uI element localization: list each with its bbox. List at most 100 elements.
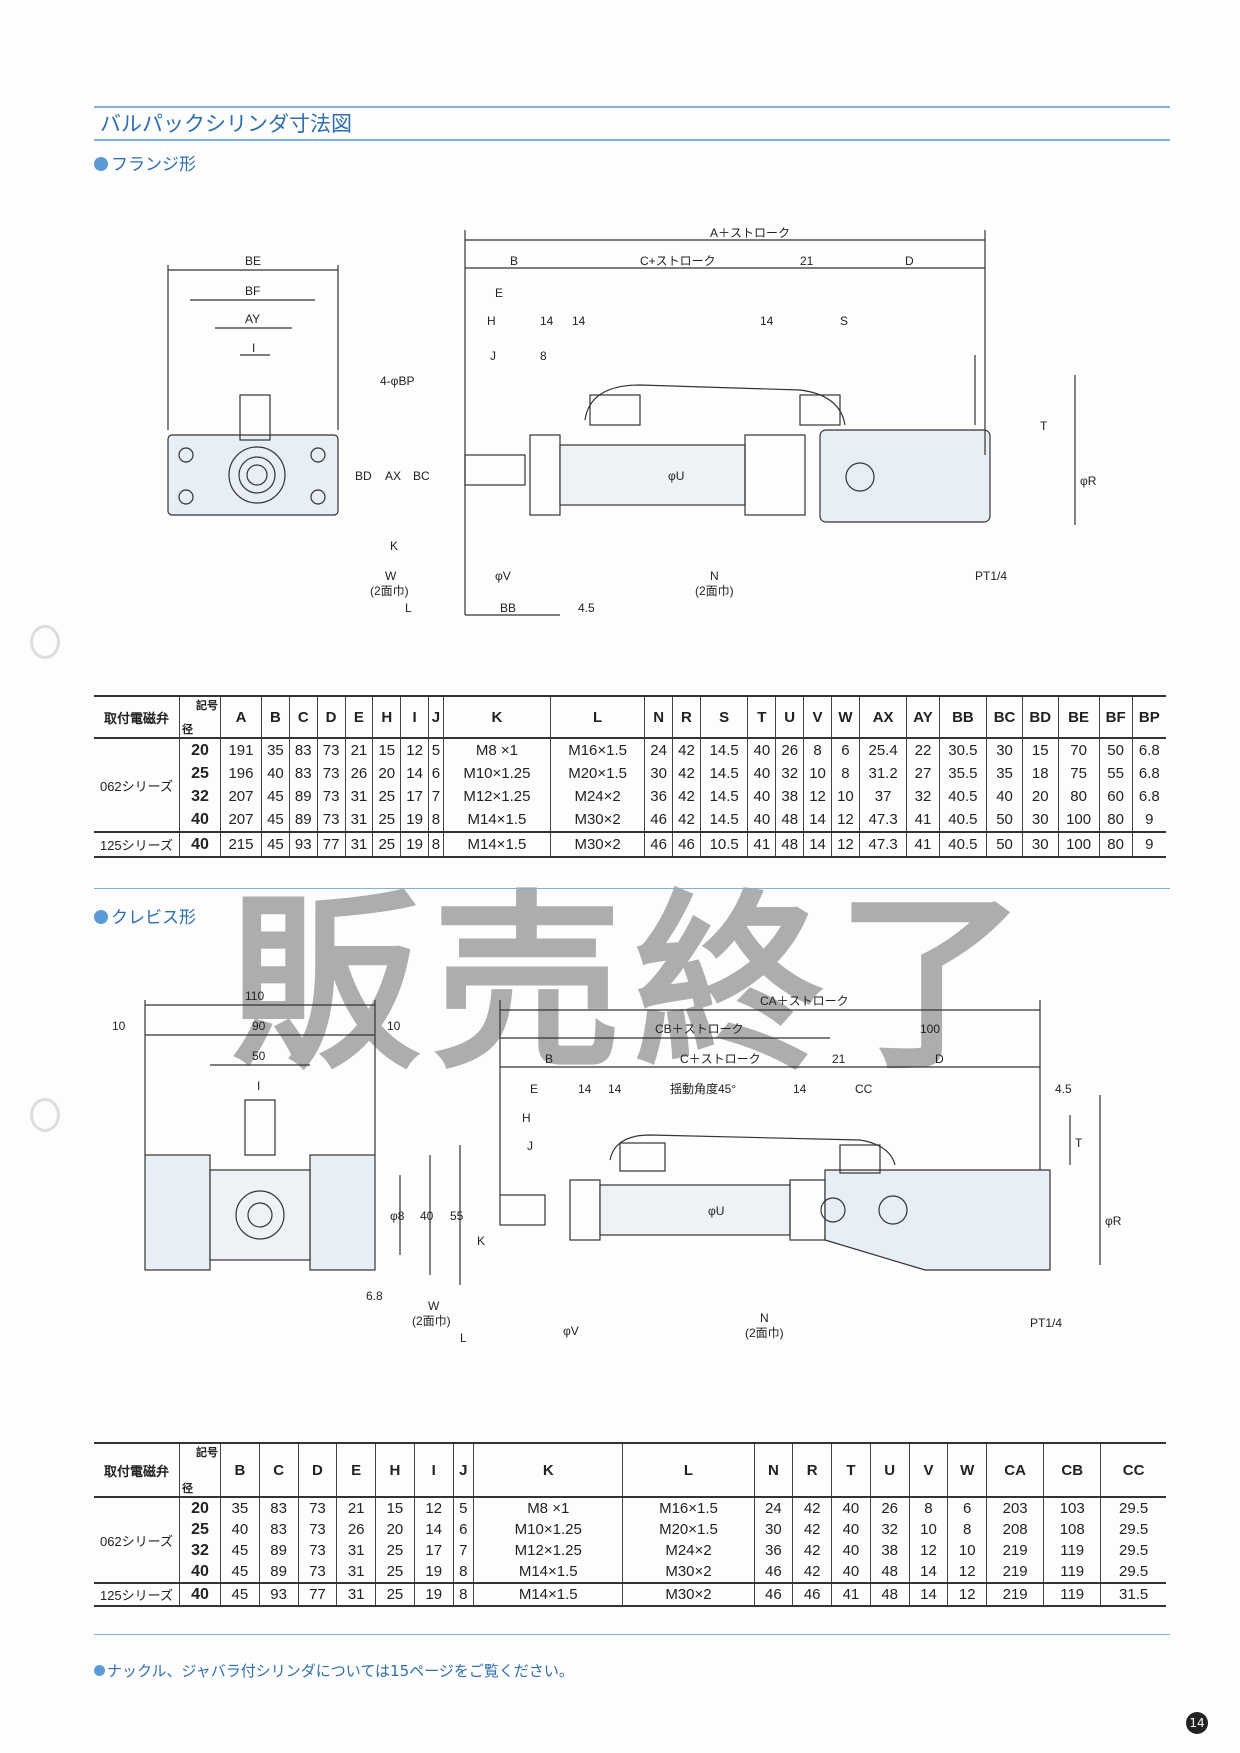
table-cell: 31	[345, 785, 374, 808]
table-cell: 10.5	[700, 832, 749, 857]
table-cell: 17	[400, 785, 430, 808]
table-cell: 10	[831, 785, 860, 808]
table-cell: 207	[220, 808, 262, 832]
table-cell: 8	[909, 1497, 949, 1519]
column-header: BD	[1022, 696, 1059, 738]
table-cell: 89	[259, 1561, 299, 1583]
table-cell: 208	[986, 1519, 1045, 1540]
table-cell: 10	[909, 1519, 949, 1540]
dimension-label: 14	[760, 314, 774, 328]
table-cell: 12	[909, 1540, 949, 1561]
dimension-label: S	[840, 314, 848, 328]
table-cell: 83	[259, 1519, 299, 1540]
table-cell: 20	[375, 1519, 415, 1540]
table-cell: 55	[1099, 762, 1133, 785]
column-header: N	[754, 1443, 794, 1497]
table-cell: 40	[747, 808, 777, 832]
table-cell: M16×1.5	[622, 1497, 755, 1519]
dimension-label: BE	[245, 254, 261, 268]
bore-cell: 20	[179, 1497, 221, 1519]
bullet-icon	[94, 910, 108, 924]
table-cell: 14.5	[700, 808, 749, 832]
dimension-label: H	[487, 314, 496, 328]
bore-cell: 20	[179, 738, 221, 762]
column-header: BF	[1099, 696, 1133, 738]
table-cell: 31	[345, 808, 374, 832]
header-corner: 記号径	[179, 696, 221, 738]
table-cell: 41	[906, 808, 940, 832]
column-header: A	[220, 696, 262, 738]
dimension-label: BF	[245, 284, 260, 298]
column-header: S	[700, 696, 749, 738]
table-cell: 7	[428, 785, 444, 808]
table-cell: 42	[792, 1519, 833, 1540]
table-cell: 46	[644, 832, 674, 857]
dimension-label: E	[530, 1082, 538, 1096]
table-cell: 48	[870, 1583, 910, 1606]
table-cell: 40	[747, 762, 777, 785]
table-cell: 100	[1058, 808, 1100, 832]
column-header: W	[831, 696, 860, 738]
column-header: AY	[906, 696, 940, 738]
table-cell: M30×2	[622, 1561, 755, 1583]
column-header: H	[375, 1443, 415, 1497]
table-cell: 103	[1043, 1497, 1102, 1519]
page-title: バルパックシリンダ寸法図	[100, 112, 352, 136]
table-cell: 12	[947, 1561, 988, 1583]
table-cell: 26	[345, 762, 374, 785]
table-cell: 12	[831, 832, 860, 857]
table-cell: 14	[803, 808, 832, 832]
table-cell: 80	[1099, 832, 1133, 857]
dimension-label: 40	[420, 1209, 434, 1223]
bore-cell: 40	[179, 1561, 221, 1583]
table-cell: 10	[947, 1540, 988, 1561]
column-header: R	[792, 1443, 833, 1497]
table-cell: 46	[754, 1561, 794, 1583]
dimension-label: 14	[793, 1082, 807, 1096]
section-heading-clevis: クレビス形	[94, 903, 196, 928]
column-header: CA	[986, 1443, 1045, 1497]
table-cell: 80	[1099, 808, 1133, 832]
dimension-label: φR	[1105, 1214, 1122, 1228]
table-cell: 73	[317, 808, 346, 832]
column-header: W	[947, 1443, 988, 1497]
table-cell: M14×1.5	[443, 808, 552, 832]
table-cell: M14×1.5	[473, 1583, 624, 1606]
table-cell: 8	[453, 1583, 475, 1606]
column-header: BE	[1058, 696, 1100, 738]
table-cell: 14.5	[700, 738, 749, 762]
column-header: U	[870, 1443, 910, 1497]
table-cell: 14.5	[700, 785, 749, 808]
dimension-label: I	[252, 341, 255, 355]
table-cell: 45	[261, 832, 290, 857]
table-cell: M30×2	[550, 808, 646, 832]
dimension-label: T	[1040, 419, 1048, 433]
table-cell: M12×1.25	[443, 785, 552, 808]
table-cell: 20	[372, 762, 402, 785]
table-cell: 19	[414, 1583, 454, 1606]
table-cell: 12	[831, 808, 860, 832]
table-cell: 25	[375, 1561, 415, 1583]
column-header: 取付電磁弁	[94, 1443, 180, 1497]
table-cell: M24×2	[550, 785, 646, 808]
title-rule	[94, 139, 1170, 141]
table-cell: 42	[672, 762, 701, 785]
column-header: L	[622, 1443, 755, 1497]
column-header: V	[909, 1443, 949, 1497]
table-cell: 48	[775, 808, 805, 832]
table-cell: 40	[831, 1540, 871, 1561]
column-header: C	[289, 696, 318, 738]
table-cell: 24	[754, 1497, 794, 1519]
table-cell: 40.5	[939, 832, 988, 857]
table-cell: 46	[754, 1583, 794, 1606]
table-cell: 10	[803, 762, 832, 785]
dimension-label: E	[495, 286, 503, 300]
header-corner: 記号径	[179, 1443, 221, 1497]
dimension-label: D	[935, 1052, 944, 1066]
column-header: T	[831, 1443, 871, 1497]
table-cell: 30.5	[939, 738, 988, 762]
table-cell: 19	[400, 808, 430, 832]
